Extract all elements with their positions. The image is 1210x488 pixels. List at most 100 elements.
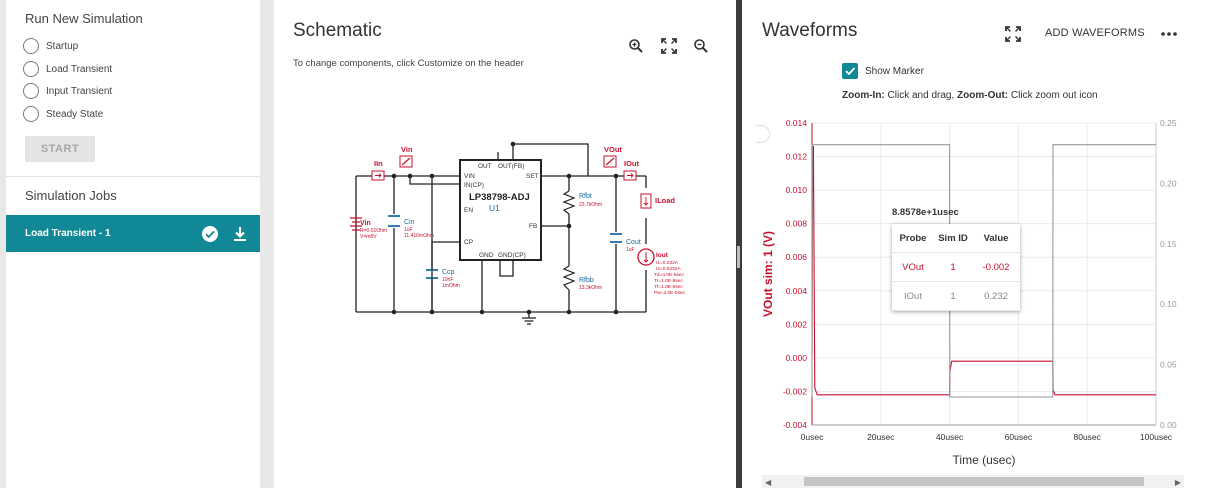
radio-load-transient[interactable]: Load Transient [23, 61, 112, 77]
tooltip-value: -0.002 [982, 261, 1010, 273]
tooltip-row: VOut 1 -0.002 [892, 253, 1020, 282]
waveforms-title: Waveforms [762, 20, 858, 41]
y-tick-label: 0.004 [786, 286, 808, 296]
job-item-load-transient-1[interactable]: Load Transient - 1 [6, 215, 260, 252]
show-marker-checkbox[interactable] [842, 63, 858, 79]
pin-gnd-cp: GND(CP) [498, 252, 526, 259]
splitter-grip[interactable] [737, 246, 740, 268]
x-tick-label: 20usec [867, 432, 895, 442]
vin-source-param: R=0.01Ohm [360, 228, 387, 234]
y2-tick-label: 0.05 [1160, 360, 1177, 370]
cout-param: 1uF [626, 247, 635, 253]
x-tick-label: 40usec [936, 432, 964, 442]
tooltip-header-row: Probe Sim ID Value [892, 224, 1020, 253]
ccp-param: 10nF [442, 277, 453, 283]
tooltip-header-cell: Probe [899, 232, 927, 244]
tooltip-header-cell: Value [983, 232, 1009, 244]
zoom-in-icon[interactable] [626, 36, 646, 56]
radio-circle[interactable] [23, 83, 39, 99]
x-tick-label: 100usec [1140, 432, 1173, 442]
more-options-icon[interactable] [1160, 24, 1178, 44]
radio-label: Input Transient [46, 85, 113, 97]
radio-label: Startup [46, 40, 79, 52]
iout-param: Pw=3.0E-5sec [654, 290, 686, 296]
zoom-in-text: Click and drag, [884, 90, 958, 101]
waveforms-panel: Waveforms ADD WAVEFORMS Show Marker Zoom… [742, 0, 1210, 488]
radio-startup[interactable]: Startup [23, 38, 78, 54]
download-icon[interactable] [230, 224, 250, 244]
iout-param: Td=4.0E-5sec [654, 272, 685, 278]
simulation-jobs-title: Simulation Jobs [25, 188, 117, 203]
iout-param: Tf=1.0E-8sec [654, 284, 683, 290]
schematic-hint: To change components, click Customize on… [293, 58, 524, 69]
zoom-help: Zoom-In: Click and drag, Zoom-Out: Click… [842, 90, 1098, 101]
probe-iin-label: IIn [374, 159, 383, 168]
schematic-diagram[interactable]: OUT OUT(FB) VIN IN(CP) SET EN FB CP GND … [348, 136, 708, 336]
radio-circle[interactable] [23, 38, 39, 54]
add-waveforms-button[interactable]: ADD WAVEFORMS [1045, 27, 1145, 39]
pin-fb: FB [529, 223, 537, 230]
rfbt-param: 23.7kOhm [579, 202, 602, 208]
x-tick-label: 60usec [1005, 432, 1033, 442]
horizontal-scrollbar[interactable]: ◀ ▶ [762, 475, 1184, 488]
tooltip-value: 0.232 [984, 290, 1008, 302]
check-circle-icon [200, 224, 220, 244]
iout-param: Tr=1.0E-8sec [654, 278, 683, 284]
ccp-param: 1mOhm [442, 283, 460, 289]
divider [6, 176, 260, 177]
expand-icon[interactable] [1004, 24, 1022, 44]
tooltip-probe: IOut [904, 290, 922, 302]
y-tick-label: 0.002 [786, 319, 808, 329]
cin-name: Cin [404, 219, 415, 226]
chart-ticks: -0.004-0.0020.0000.0020.0040.0060.0080.0… [783, 118, 1177, 442]
tooltip-header-cell: Sim ID [938, 232, 968, 244]
rfbb-name: Rfbb [579, 277, 594, 284]
panel-splitter[interactable] [736, 0, 742, 488]
zoom-in-label: Zoom-In: [842, 90, 885, 101]
iout-param: I1=0.232A [656, 260, 679, 266]
panel-collapse-tab[interactable] [756, 125, 770, 143]
start-button[interactable]: START [25, 136, 95, 162]
y2-tick-label: 0.10 [1160, 299, 1177, 309]
pin-vin: VIN [464, 173, 475, 180]
scrollbar-thumb[interactable] [804, 477, 1144, 486]
tooltip-sim-id: 1 [950, 261, 956, 273]
scroll-left-icon[interactable]: ◀ [765, 478, 772, 487]
cout-name: Cout [626, 239, 641, 246]
tooltip-table: Probe Sim ID Value VOut 1 -0.002 IOut 1 … [892, 224, 1020, 311]
y2-tick-label: 0.20 [1160, 178, 1177, 188]
marker-tooltip: 8.8578e+1usec Probe Sim ID Value VOut 1 … [892, 207, 1020, 311]
pin-set: SET [526, 173, 539, 180]
show-marker-label: Show Marker [865, 65, 924, 77]
show-marker-checkbox-row[interactable]: Show Marker [842, 63, 924, 79]
pin-out: OUT [478, 163, 492, 170]
radio-circle[interactable] [23, 106, 39, 122]
rfbt-name: Rfbt [579, 193, 592, 200]
zoom-out-icon[interactable] [691, 36, 711, 56]
radio-input-transient[interactable]: Input Transient [23, 83, 112, 99]
iout-name: Iout [656, 252, 669, 259]
scroll-right-icon[interactable]: ▶ [1174, 478, 1181, 487]
y-tick-label: 0.010 [786, 185, 808, 195]
tooltip-probe: VOut [902, 261, 924, 273]
ccp-name: Ccp [442, 269, 455, 276]
zoom-out-text: Click zoom out icon [1008, 90, 1098, 101]
vin-source-param: V=m8V [360, 234, 377, 240]
chart-series [811, 144, 1156, 398]
radio-circle[interactable] [23, 61, 39, 77]
waveform-chart[interactable]: -0.004-0.0020.0000.0020.0040.0060.0080.0… [742, 110, 1210, 470]
radio-label: Steady State [46, 108, 104, 120]
x-tick-label: 80usec [1073, 432, 1101, 442]
pin-gnd: GND [479, 252, 494, 259]
y2-tick-label: 0.15 [1160, 239, 1177, 249]
y2-tick-label: 0.25 [1160, 118, 1177, 128]
tooltip-time: 8.8578e+1usec [892, 207, 959, 218]
radio-steady-state[interactable]: Steady State [23, 106, 103, 122]
y-axis-label: VOut sim: 1 (V) [761, 231, 775, 317]
schematic-panel: Schematic To change components, click Cu… [274, 0, 736, 488]
pin-in-cp: IN(CP) [464, 182, 484, 189]
pin-out-fb: OUT(FB) [498, 163, 524, 170]
simulation-panel: Run New Simulation Startup Load Transien… [6, 0, 260, 488]
fit-to-screen-icon[interactable] [659, 36, 679, 56]
